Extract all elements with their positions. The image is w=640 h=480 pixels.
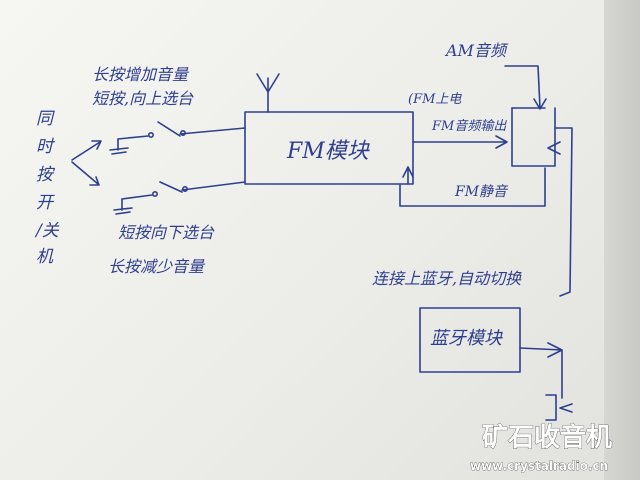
am-audio-label: AM音频 [444, 41, 509, 60]
fm-mute-line [399, 167, 546, 207]
bt-output-connector [545, 394, 557, 421]
bottom-ground-symbol [113, 198, 133, 215]
fm-mute-label: FM静音 [454, 184, 509, 200]
bt-audio-out-arrow [519, 342, 563, 399]
top-switch-note-2: 短按,向上选台 [92, 89, 194, 108]
watermark-url: www.crystalradio.cn [470, 459, 608, 473]
top-switch-note-1: 长按增加音量 [92, 65, 190, 84]
bottom-switch-contact-b [182, 186, 189, 193]
simultaneous-press-label: 同 时 按 开 /关 机 [34, 109, 64, 267]
antenna-head [256, 73, 280, 93]
fm-audio-out-label: FM音频输出 [431, 118, 507, 134]
bottom-switch-note-2: 长按减少音量 [108, 257, 206, 276]
fm-mute-arrowhead [402, 166, 414, 185]
top-ground-symbol [109, 138, 129, 155]
top-switch-contact-a [148, 132, 155, 139]
top-switch-contact-b [180, 130, 187, 137]
bottom-switch-wiring [121, 181, 246, 200]
am-audio-line [504, 65, 547, 110]
paper-edge [604, 0, 640, 480]
bt-control-arrow [547, 141, 561, 155]
arrow-to-top-switch [71, 140, 102, 161]
bt-module-box [419, 307, 521, 373]
bt-autoswitch-label: 连接上蓝牙,自动切换 [372, 269, 522, 288]
watermark-title: 矿石收音机 [482, 422, 612, 453]
bt-control-line [554, 127, 573, 297]
bottom-switch-contact-a [152, 191, 159, 198]
fm-module-box [244, 111, 414, 185]
bottom-switch-note-1: 短按向下选台 [118, 223, 215, 242]
fm-module-label: FM模块 [286, 139, 371, 164]
bt-output-arrow [559, 403, 573, 413]
fm-audio-out-arrow [412, 135, 508, 149]
bt-module-label: 蓝牙模块 [430, 328, 503, 349]
arrow-to-bottom-switch [71, 161, 100, 186]
fm-status-label: (FM上电 [408, 92, 462, 107]
top-switch-wiring [117, 121, 246, 140]
audio-switch-block [511, 107, 556, 167]
